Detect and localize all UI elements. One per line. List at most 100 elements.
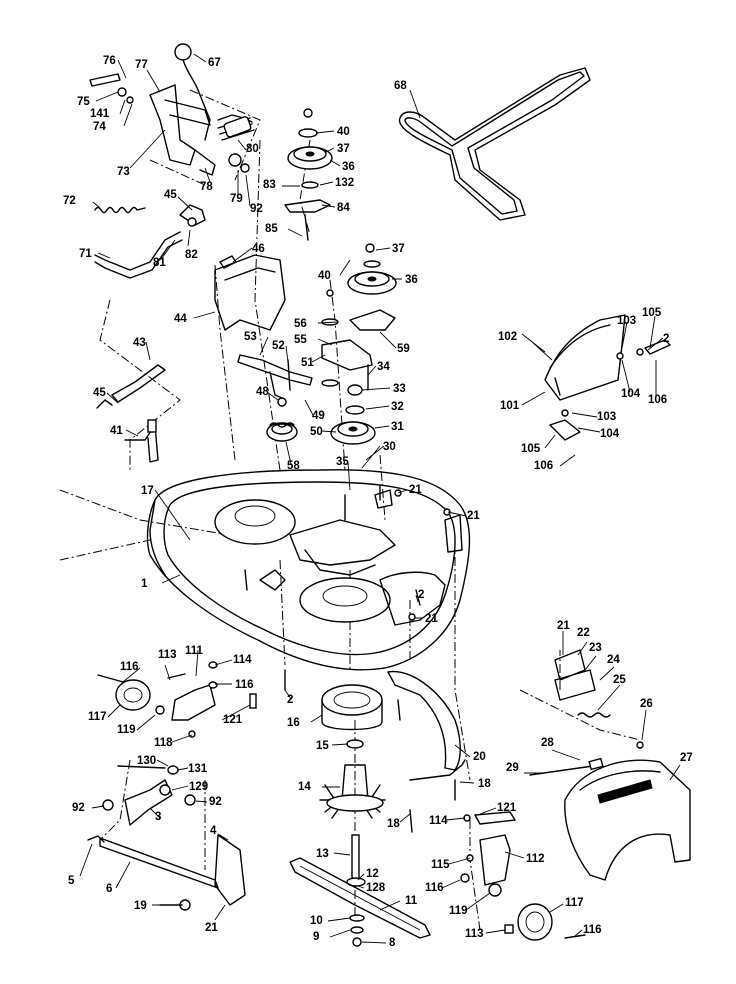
callout: 67	[208, 57, 221, 69]
gauge-wheel-left	[97, 661, 257, 738]
callout: 21	[425, 613, 438, 625]
spindle-housing	[319, 684, 386, 819]
callout: 83	[263, 179, 276, 191]
callout: 81	[153, 257, 166, 269]
callout: 16	[287, 717, 300, 729]
callout: 104	[621, 388, 641, 400]
callout: 13	[316, 848, 329, 860]
callout: 77	[135, 59, 148, 71]
callout: 121	[223, 714, 243, 726]
callout: 76	[103, 55, 116, 67]
callout: 18	[478, 778, 491, 790]
callout: 2	[418, 589, 424, 601]
callout: 49	[312, 410, 325, 422]
callout: 31	[391, 421, 404, 433]
callout: 12	[366, 868, 379, 880]
callout: 119	[449, 905, 468, 917]
callout: 21	[557, 620, 570, 632]
callout: 32	[391, 401, 404, 413]
callout: 55	[294, 334, 307, 346]
callout: 25	[613, 674, 626, 686]
callout: 9	[313, 931, 319, 943]
callout: 104	[600, 428, 620, 440]
callout: 34	[377, 361, 390, 373]
callout: 10	[310, 915, 323, 927]
lift-link-left	[96, 364, 166, 463]
callout: 51	[301, 357, 314, 369]
callout: 5	[68, 875, 75, 887]
callout: 132	[335, 177, 354, 189]
callout: 24	[607, 654, 620, 666]
callout: 113	[465, 928, 484, 940]
callout: 21	[409, 484, 422, 496]
callout: 21	[467, 510, 480, 522]
callout: 106	[534, 460, 553, 472]
callout: 19	[134, 900, 147, 912]
blade-spindle-shaft	[346, 834, 366, 887]
callout: 92	[72, 802, 85, 814]
callout: 105	[642, 307, 662, 319]
idler-arm-assembly	[237, 339, 373, 442]
callout: 103	[597, 411, 616, 423]
callout: 48	[256, 386, 269, 398]
idler-pulley-lower	[321, 243, 397, 331]
callout: 6	[106, 883, 112, 895]
spindle-pulley	[330, 384, 376, 445]
callout: 85	[265, 223, 278, 235]
callout: 50	[310, 426, 323, 438]
callout: 41	[110, 425, 123, 437]
callout: 71	[79, 248, 92, 260]
callout: 129	[189, 781, 208, 793]
callout: 3	[155, 811, 161, 823]
callout: 8	[389, 937, 396, 949]
callout: 116	[235, 679, 254, 691]
callout: 11	[405, 895, 418, 907]
callout: 37	[337, 143, 350, 155]
front-link-rod	[87, 834, 246, 911]
callout: 40	[337, 126, 350, 138]
callout: 17	[141, 485, 154, 497]
callout: 131	[188, 763, 208, 775]
callout: 4	[210, 825, 217, 837]
callout: 45	[164, 189, 177, 201]
callout: 118	[154, 737, 173, 749]
callout: 53	[244, 331, 257, 343]
idler-pulley-upper	[284, 108, 333, 241]
callout-labels: 76 77 67 75 141 74 73 78 80 79 92 72 45 …	[63, 53, 693, 949]
callout: 45	[93, 387, 106, 399]
callout: 121	[497, 802, 517, 814]
callout: 111	[185, 645, 204, 657]
callout: 128	[366, 882, 386, 894]
callout: 29	[506, 762, 519, 774]
callout: 117	[88, 711, 107, 723]
deck-hanger-bracket-left	[102, 765, 196, 826]
callout: 119	[117, 724, 136, 736]
callout: 105	[521, 443, 541, 455]
callout: 35	[336, 456, 349, 468]
front-baffle	[387, 670, 466, 781]
callout: 2	[663, 333, 669, 345]
callout: 36	[342, 161, 355, 173]
callout: 26	[640, 698, 653, 710]
callout: 75	[77, 96, 90, 108]
callout: 116	[583, 924, 602, 936]
callout: 44	[174, 313, 187, 325]
springs-and-rods-left	[94, 204, 206, 279]
callout: 117	[565, 897, 584, 909]
callout: 114	[233, 654, 252, 666]
callout: 18	[387, 818, 400, 830]
callout: 74	[93, 121, 106, 133]
callout: 1	[141, 578, 148, 590]
callout: 59	[397, 343, 410, 355]
callout: 106	[648, 394, 667, 406]
callout: 58	[287, 460, 300, 472]
callout: 102	[498, 331, 517, 343]
deck-belt-guard-bracket	[214, 254, 286, 331]
callout: 116	[425, 882, 444, 894]
callout: 23	[589, 642, 602, 654]
callout: 56	[294, 318, 307, 330]
callout: 43	[133, 337, 146, 349]
callout: 103	[617, 315, 636, 327]
lift-lever-assembly	[89, 43, 255, 176]
